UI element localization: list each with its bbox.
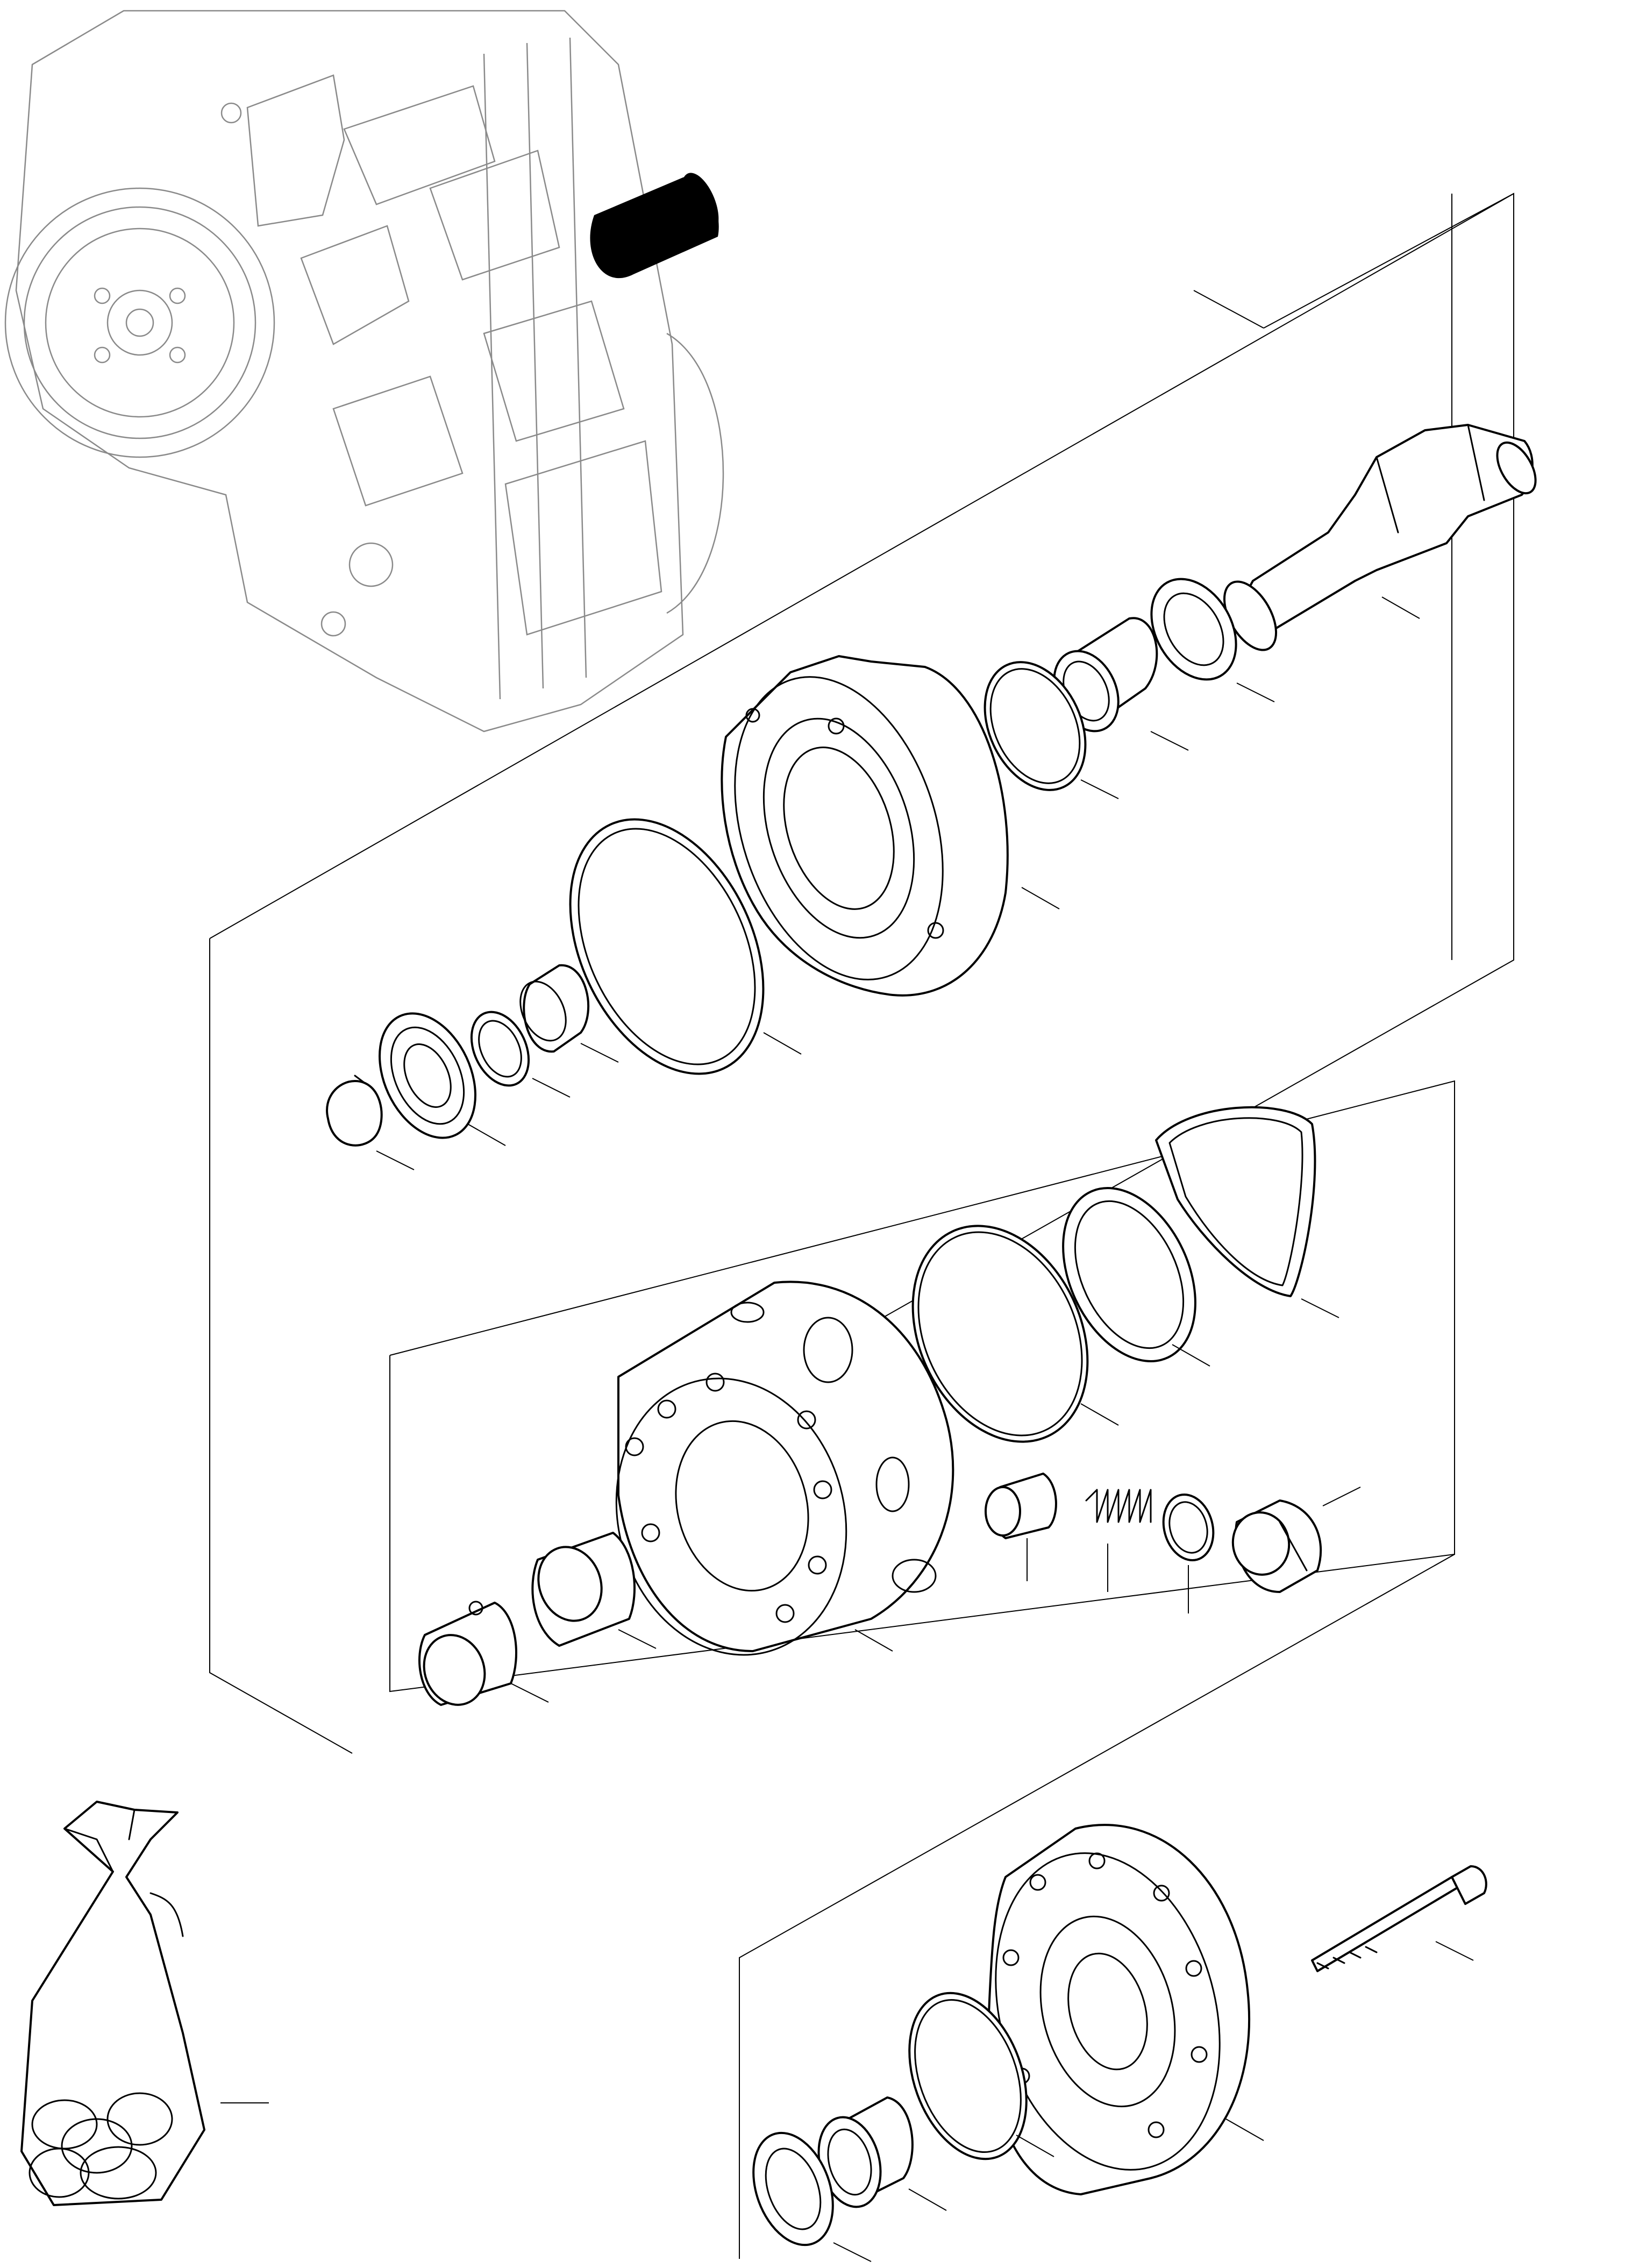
callout-leader (1080, 1403, 1119, 1426)
distributor-body[interactable] (586, 1281, 954, 1681)
callout-leader (1021, 887, 1060, 909)
thrust-washer-flange[interactable] (739, 2122, 847, 2256)
callout-leader (833, 2242, 872, 2262)
notched-plate[interactable] (1037, 1167, 1221, 1382)
ball-bearing[interactable] (361, 998, 494, 1154)
callout-leader (1381, 596, 1420, 619)
callout-leader (854, 1629, 893, 1652)
highlighted-component[interactable] (590, 168, 726, 279)
pump-housing[interactable] (699, 650, 1009, 1007)
callout-leader (1172, 1344, 1210, 1367)
o-ring-distributor[interactable] (879, 1197, 1121, 1470)
group-frame-main (209, 193, 1514, 1754)
needle-bearing-flange[interactable] (809, 2096, 914, 2214)
callout-leader (467, 1124, 506, 1146)
spring[interactable] (1085, 1489, 1152, 1523)
bushing[interactable] (415, 1601, 517, 1714)
valve-spool[interactable] (985, 1473, 1057, 1539)
callout-leader (908, 2188, 947, 2211)
callout-leader (510, 1683, 549, 1703)
sleeve[interactable] (528, 1532, 636, 1647)
plug-screw[interactable] (1228, 1499, 1322, 1593)
callout-leader (580, 1043, 619, 1063)
callout-leader (763, 1032, 802, 1055)
callout-leader (1225, 2118, 1264, 2141)
socket-head-bolt[interactable] (1311, 1865, 1487, 1972)
callout-leader (1150, 731, 1189, 751)
o-ring-flange[interactable] (888, 1976, 1047, 2175)
callout-leader (1080, 779, 1119, 799)
callout-leader (376, 1150, 415, 1170)
callout-leader (532, 1078, 571, 1098)
gasket-teardrop[interactable] (1155, 1106, 1316, 1297)
transmission-housing[interactable] (4, 10, 724, 733)
callout-leader (1236, 682, 1275, 702)
input-shaft[interactable] (1214, 424, 1543, 659)
snap-ring-small[interactable] (460, 1003, 540, 1094)
thrust-washer[interactable] (1134, 564, 1253, 694)
parts-bag[interactable] (20, 1801, 205, 2206)
callout-leader (1016, 2135, 1054, 2157)
flange-cover[interactable] (962, 1824, 1253, 2195)
o-ring-plug[interactable] (1156, 1489, 1220, 1566)
callout-leader (1322, 1487, 1361, 1506)
o-ring-large[interactable] (532, 788, 801, 1105)
seal-ring[interactable] (511, 964, 589, 1053)
callout-leader (1301, 1298, 1339, 1318)
callout-leader (618, 1629, 657, 1649)
group-frame-flange (739, 1554, 1455, 2259)
o-ring-small[interactable] (965, 646, 1105, 806)
callout-leader (1435, 1941, 1474, 1961)
circlip[interactable] (326, 1075, 383, 1147)
